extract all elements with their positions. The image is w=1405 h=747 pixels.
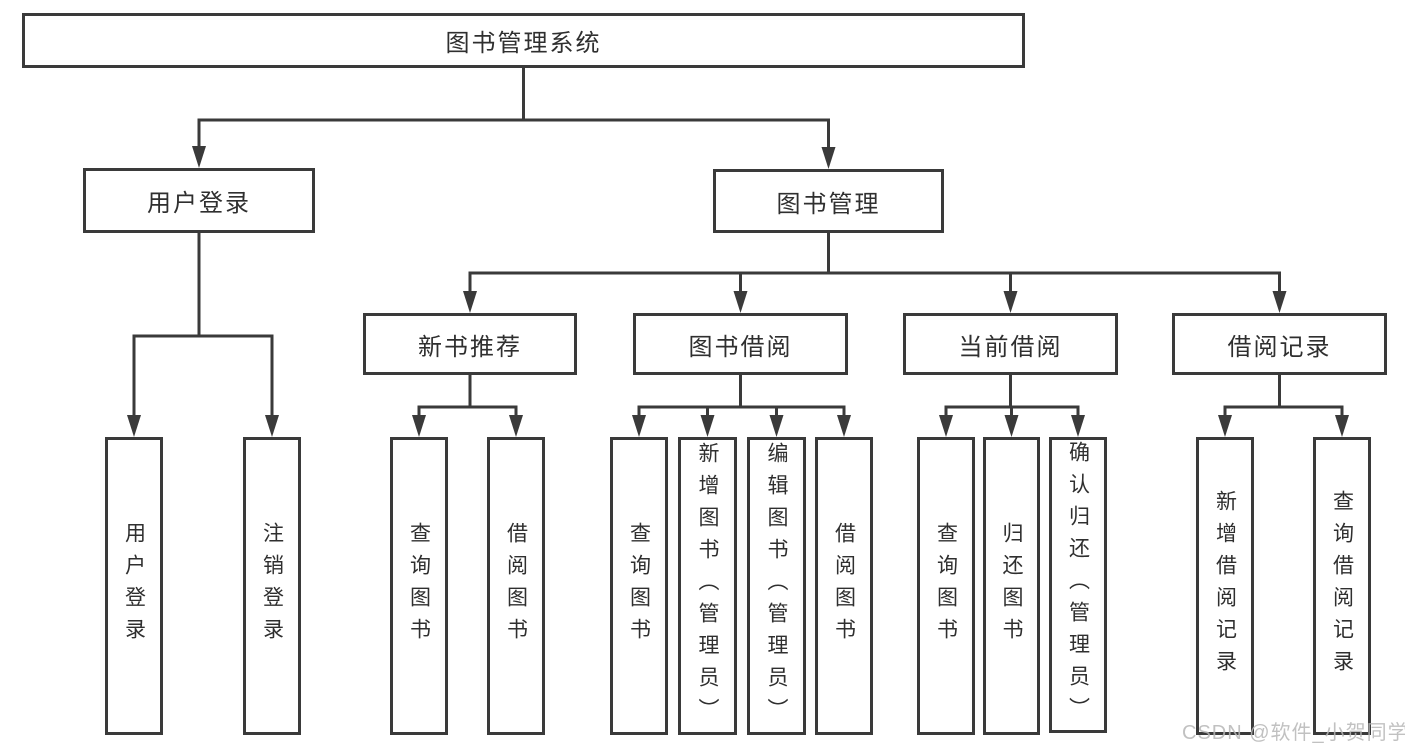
node-label: 注销登录 [260,522,284,650]
node-cb-query: 查询图书 [917,437,975,735]
node-label: 新增图书（管理员） [696,442,719,730]
node-logout: 注销登录 [243,437,301,735]
node-current-borrow: 当前借阅 [903,313,1118,375]
node-label: 查询图书 [934,522,958,650]
node-label: 图书管理系统 [445,30,602,57]
node-cb-return: 归还图书 [983,437,1040,735]
node-root: 图书管理系统 [22,13,1025,68]
node-borrow-record: 借阅记录 [1172,313,1387,375]
node-label: 新增借阅记录 [1213,490,1237,682]
node-label: 借阅记录 [1227,333,1332,361]
node-book-mgmt: 图书管理 [713,169,944,233]
node-label: 归还图书 [1000,522,1023,650]
node-label: 确认归还（管理员） [1066,441,1090,729]
node-new-book-rec: 新书推荐 [363,313,577,375]
node-bb-add: 新增图书（管理员） [678,437,737,735]
node-br-query: 查询借阅记录 [1313,437,1371,735]
node-label: 图书管理 [776,190,881,218]
node-br-add: 新增借阅记录 [1196,437,1254,735]
node-book-borrow: 图书借阅 [633,313,848,375]
node-nbr-borrow: 借阅图书 [487,437,545,735]
node-label: 借阅图书 [832,522,856,650]
node-label: 查询图书 [407,522,431,650]
node-label: 用户登录 [147,190,251,217]
node-label: 新书推荐 [418,333,522,361]
node-label: 当前借阅 [958,333,1063,361]
node-label: 借阅图书 [504,522,528,650]
node-label: 查询借阅记录 [1330,490,1354,682]
node-label: 编辑图书（管理员） [765,442,788,730]
node-bb-edit: 编辑图书（管理员） [747,437,806,735]
node-label: 用户登录 [122,522,146,650]
node-cb-confirm: 确认归还（管理员） [1049,437,1107,733]
node-nbr-query: 查询图书 [390,437,448,735]
node-login: 用户登录 [105,437,163,735]
node-label: 查询图书 [627,522,651,650]
node-bb-borrow: 借阅图书 [815,437,873,735]
node-bb-query: 查询图书 [610,437,668,735]
node-user-login: 用户登录 [83,168,315,233]
node-label: 图书借阅 [688,333,793,361]
